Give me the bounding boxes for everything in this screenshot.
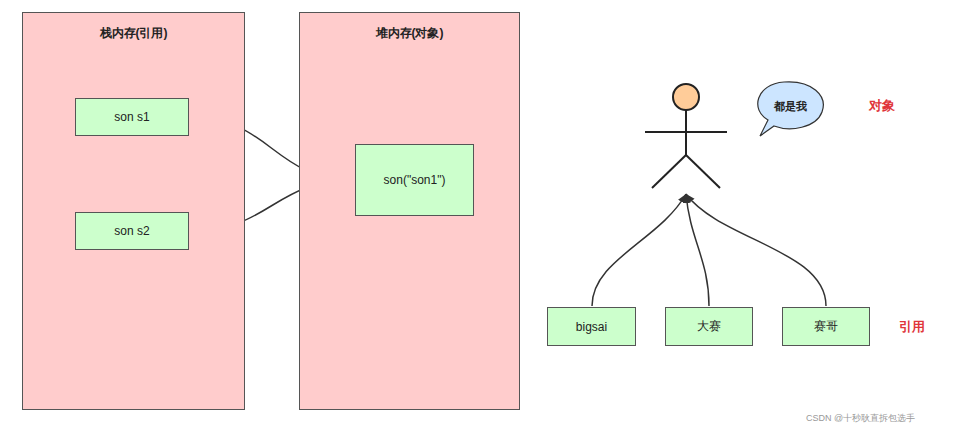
box-label: 赛哥 [814, 318, 838, 335]
box-label: son s1 [114, 110, 149, 124]
reference-box: 赛哥 [782, 307, 870, 346]
box-label: son("son1") [384, 173, 446, 187]
stick-figure [645, 84, 727, 188]
reference-box: 大赛 [665, 307, 753, 346]
watermark: CSDN @十秒耿直拆包选手 [806, 412, 915, 425]
object-box: son("son1") [355, 144, 474, 216]
reference-box: bigsai [547, 307, 636, 346]
annotation-label: 对象 [869, 97, 895, 115]
panel-title: 栈内存(引用) [23, 25, 244, 42]
reference-lines [592, 194, 826, 306]
box-label: 都是我 [774, 99, 807, 114]
speech-bubble: 都是我 [754, 80, 826, 132]
heap-panel: 堆内存(对象) son("son1") [299, 12, 520, 410]
box-label: son s2 [114, 224, 149, 238]
annotation-label: 引用 [899, 318, 925, 336]
reference-box: son s1 [75, 98, 189, 136]
reference-box: son s2 [75, 212, 189, 250]
stack-panel: 栈内存(引用) son s1 son s2 [22, 12, 245, 410]
box-label: bigsai [576, 320, 607, 334]
panel-title: 堆内存(对象) [300, 25, 519, 42]
box-label: 大赛 [697, 318, 721, 335]
